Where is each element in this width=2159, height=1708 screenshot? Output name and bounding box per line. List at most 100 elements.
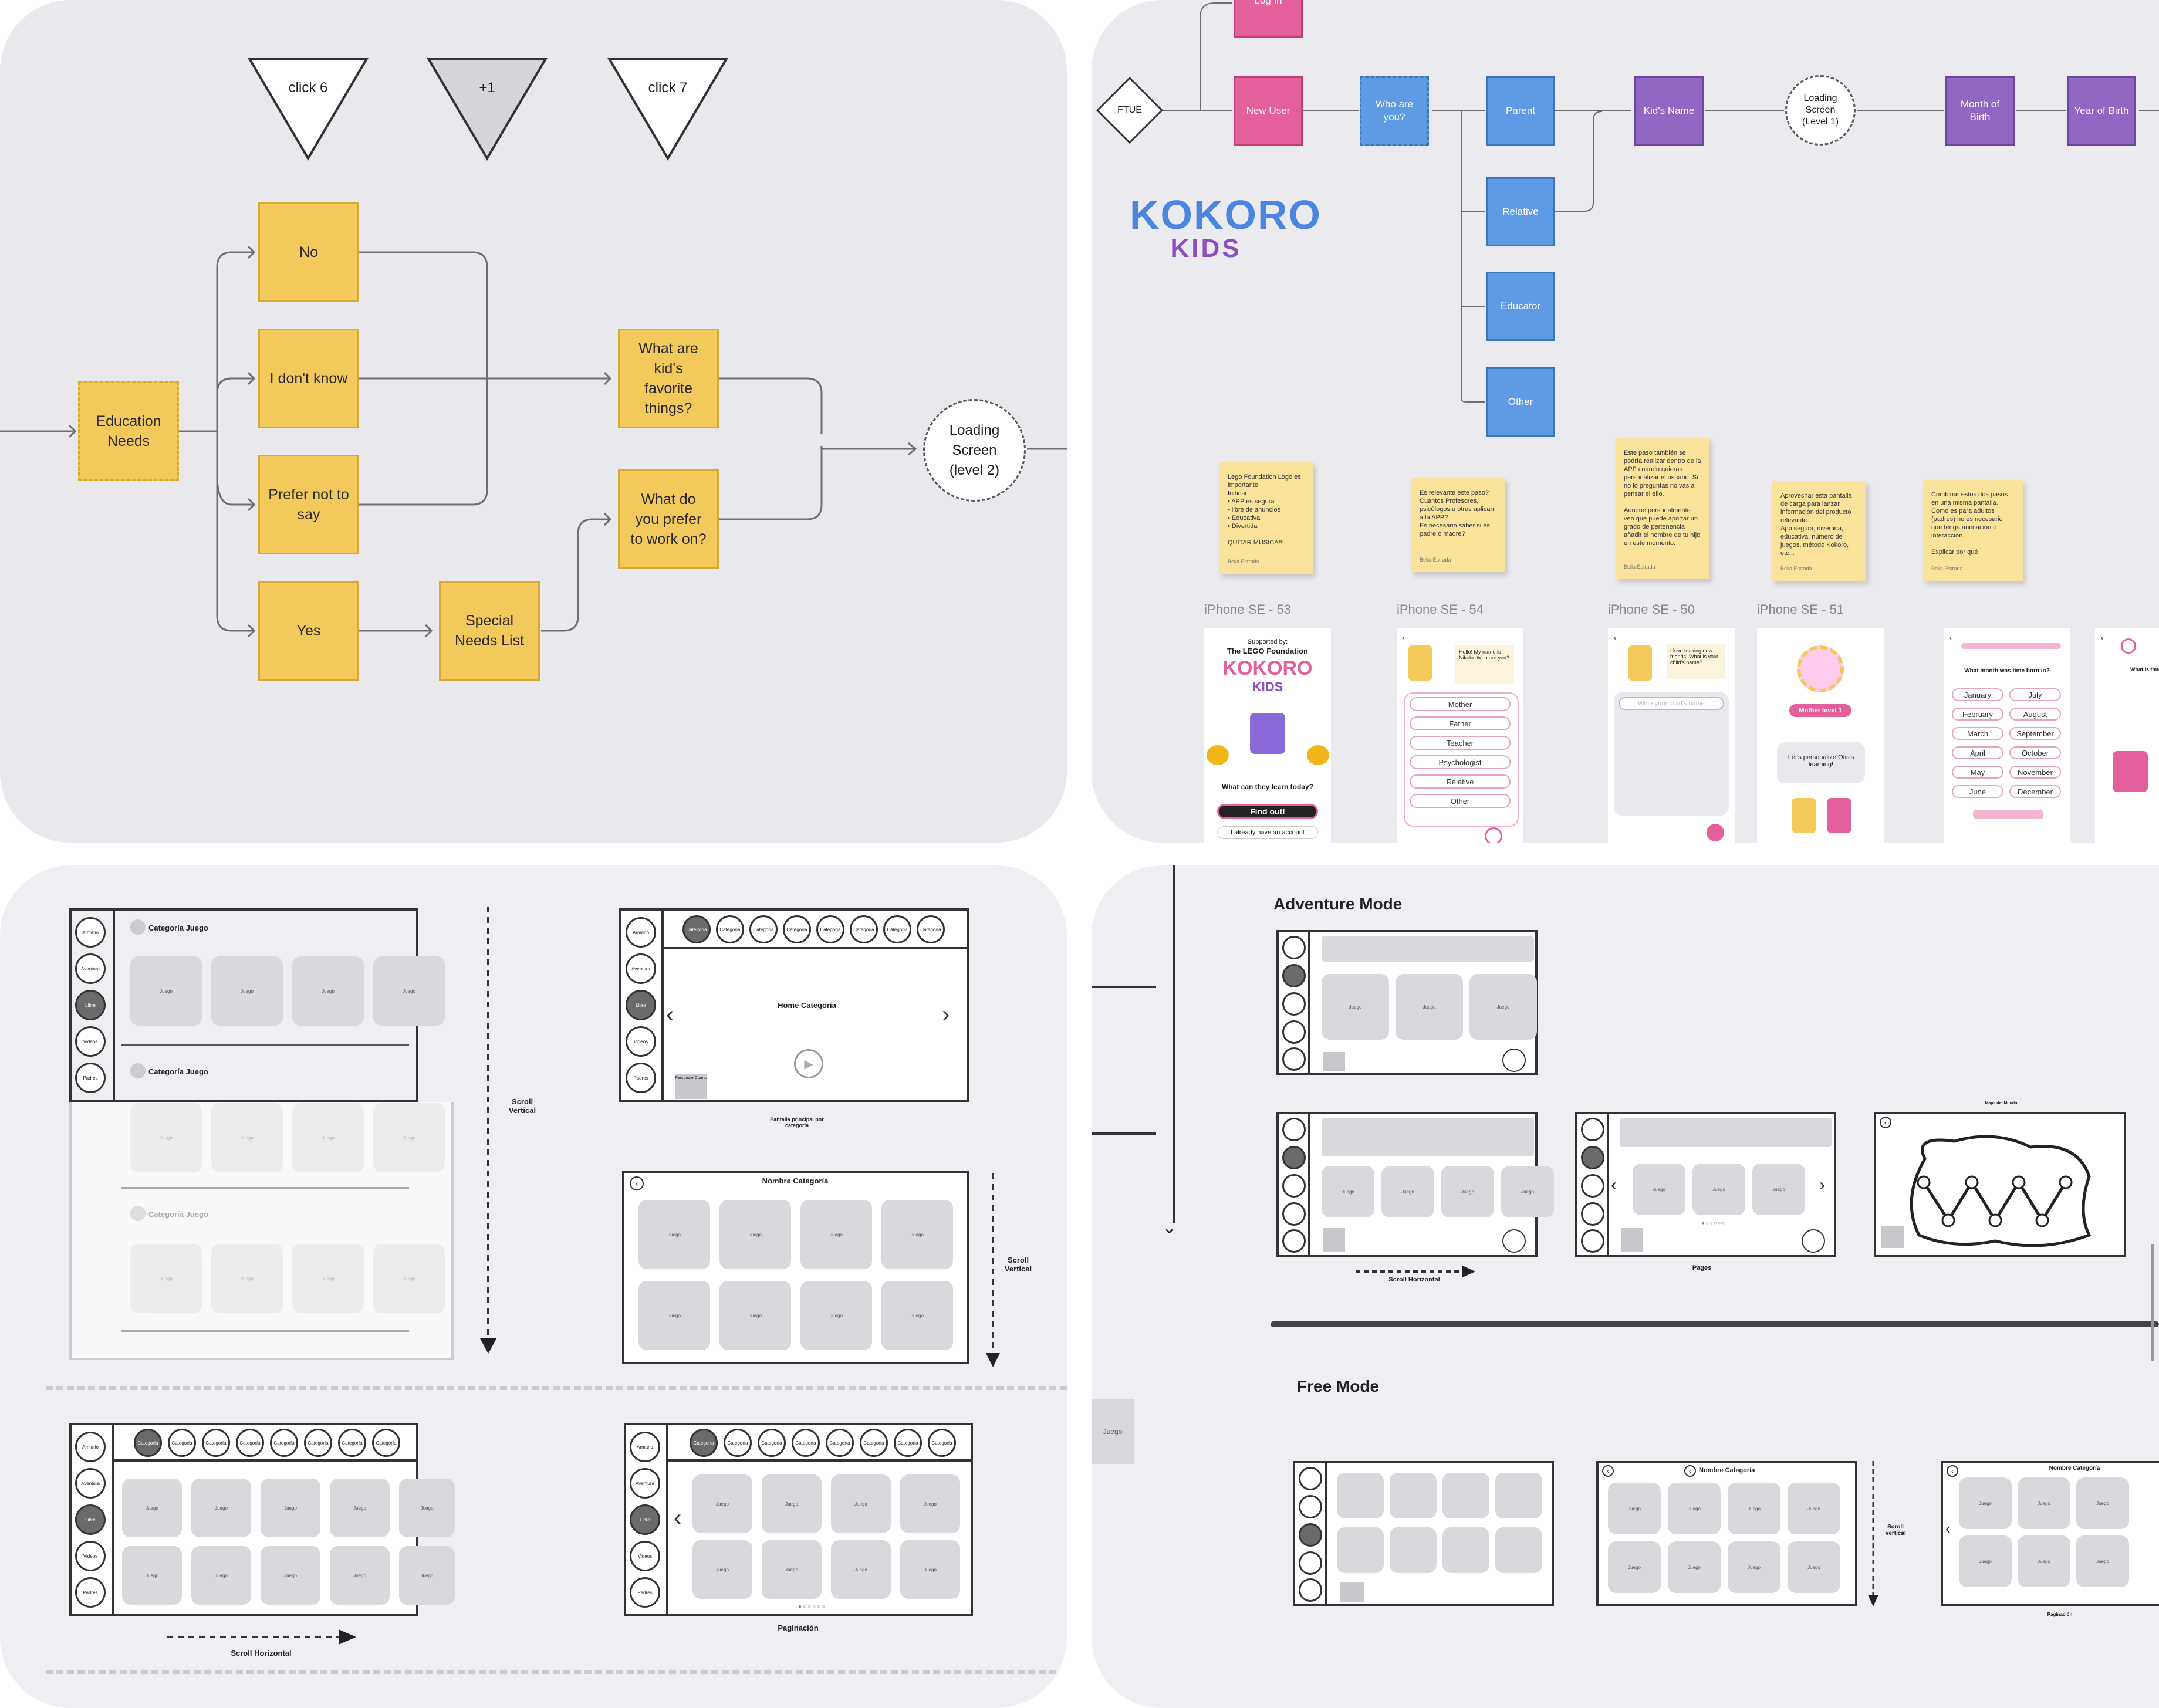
month-option[interactable]: June <box>1952 785 2003 798</box>
back-icon[interactable]: ‹ <box>1403 634 1405 642</box>
settings-icon[interactable] <box>1802 1229 1825 1253</box>
settings-icon[interactable] <box>1502 1229 1526 1253</box>
game-card[interactable]: Juego <box>831 1474 891 1533</box>
month-option[interactable]: May <box>1952 766 2003 779</box>
sidebar-item[interactable] <box>1299 1551 1322 1575</box>
education-needs-node[interactable]: Education Needs <box>78 381 179 481</box>
sidebar-item[interactable] <box>1282 1047 1306 1071</box>
game-card[interactable]: Juego <box>330 1479 390 1537</box>
game-card[interactable]: Juego <box>800 1281 872 1350</box>
sidebar-item-armario[interactable]: Armario <box>630 1432 660 1462</box>
month-option[interactable]: February <box>1952 708 2003 721</box>
month-option[interactable]: October <box>2009 746 2061 759</box>
game-card[interactable]: Juego <box>1381 1166 1434 1217</box>
game-card[interactable]: Juego <box>2076 1535 2129 1587</box>
month-of-birth-node[interactable]: Month of Birth <box>1945 76 2015 146</box>
sidebar-item-aventura[interactable]: Aventura <box>75 1468 106 1499</box>
back-icon[interactable]: ‹ <box>1684 1465 1696 1477</box>
game-card[interactable]: Juego <box>692 1474 752 1533</box>
loading-screen-level2[interactable]: Loading Screen (level 2) <box>923 399 1026 502</box>
log-in-node[interactable]: Log In <box>1234 0 1303 38</box>
year-of-birth-node[interactable]: Year of Birth <box>2067 76 2136 146</box>
sidebar-item[interactable] <box>1581 1146 1604 1169</box>
category-stack[interactable] <box>1390 1527 1437 1573</box>
category-stack[interactable] <box>1442 1527 1489 1573</box>
category-tab[interactable]: Categoría <box>372 1429 400 1457</box>
sidebar-item-videos[interactable]: Videos <box>630 1541 660 1571</box>
character-card[interactable]: Personaje Cuarto <box>675 1074 707 1099</box>
character-card[interactable] <box>1340 1582 1364 1602</box>
game-card[interactable]: Juego <box>692 1540 752 1599</box>
category-tab[interactable]: Categoría <box>758 1429 786 1457</box>
game-card[interactable]: Juego <box>1728 1541 1780 1593</box>
sidebar-item[interactable] <box>1282 1020 1306 1044</box>
game-card[interactable]: Juego <box>122 1546 182 1605</box>
game-card[interactable]: Juego <box>1322 974 1389 1040</box>
game-card[interactable]: Juego <box>130 956 202 1026</box>
category-tab[interactable]: Categoría <box>816 915 844 943</box>
partial-game-card[interactable]: Juego <box>1092 1399 1134 1464</box>
game-card[interactable]: Juego <box>1396 974 1463 1040</box>
game-card[interactable]: Juego <box>1469 974 1537 1040</box>
favorite-things-node[interactable]: What are kid's favorite things? <box>618 329 719 428</box>
game-card[interactable]: Juego <box>1633 1164 1685 1215</box>
find-out-button[interactable]: Find out! <box>1217 804 1318 819</box>
category-stack[interactable] <box>1390 1473 1437 1518</box>
game-card[interactable]: Juego <box>2076 1477 2129 1529</box>
play-icon[interactable]: ▶ <box>794 1049 823 1078</box>
sidebar-item[interactable] <box>1282 1202 1306 1226</box>
sidebar-item-videos[interactable]: Videos <box>626 1026 656 1057</box>
sidebar-item[interactable] <box>1299 1495 1322 1518</box>
game-card[interactable]: Juego <box>292 956 364 1026</box>
game-card[interactable]: Juego <box>1692 1164 1745 1215</box>
chevron-left-icon[interactable]: ‹ <box>674 1505 682 1531</box>
game-card[interactable]: Juego <box>2018 1535 2070 1587</box>
sidebar-item[interactable] <box>1299 1523 1322 1547</box>
game-card[interactable]: Juego <box>881 1200 953 1269</box>
chevron-left-icon[interactable]: ‹ <box>1611 1175 1617 1195</box>
game-card[interactable]: Juego <box>373 1103 445 1172</box>
game-card[interactable]: Juego <box>1441 1166 1494 1217</box>
option-dont-know[interactable]: I don't know <box>258 329 359 428</box>
category-tab[interactable]: Categoría <box>883 915 911 943</box>
sidebar-item[interactable] <box>1581 1174 1604 1198</box>
game-card[interactable]: Juego <box>211 1103 283 1172</box>
category-tab[interactable]: Categoría <box>134 1429 162 1457</box>
scrollbar[interactable] <box>2151 1244 2154 1361</box>
month-option[interactable]: January <box>1952 688 2003 701</box>
game-card[interactable]: Juego <box>399 1546 455 1605</box>
category-tab[interactable]: Categoría <box>716 915 744 943</box>
sidebar-item-libre[interactable]: Libre <box>626 990 656 1020</box>
back-icon[interactable]: ‹ <box>1947 1465 1958 1477</box>
game-card[interactable]: Juego <box>1668 1483 1721 1534</box>
sidebar-item-libre[interactable]: Libre <box>630 1504 660 1535</box>
back-icon[interactable]: ‹ <box>630 1176 644 1190</box>
option-no[interactable]: No <box>258 202 359 302</box>
game-card[interactable]: Juego <box>330 1546 390 1605</box>
sidebar-item-aventura[interactable]: Aventura <box>626 953 656 984</box>
chevron-right-icon[interactable]: › <box>942 1002 950 1027</box>
category-tab[interactable]: Categoría <box>792 1429 820 1457</box>
sidebar-item[interactable] <box>1282 992 1306 1016</box>
game-card[interactable]: Juego <box>638 1200 710 1269</box>
sidebar-item[interactable] <box>1581 1229 1604 1253</box>
role-parent[interactable]: Parent <box>1486 76 1555 146</box>
game-card[interactable]: Juego <box>1501 1166 1554 1217</box>
role-other[interactable]: Other <box>1486 367 1555 437</box>
game-card[interactable]: Juego <box>130 1244 202 1313</box>
sidebar-item-padres[interactable]: Padres <box>75 1063 106 1093</box>
role-option[interactable]: Relative <box>1410 774 1511 789</box>
category-tab[interactable]: Categoría <box>749 915 778 943</box>
game-card[interactable]: Juego <box>881 1281 953 1350</box>
category-tab[interactable]: Categoría <box>304 1429 332 1457</box>
kids-name-node[interactable]: Kid's Name <box>1634 76 1704 146</box>
month-option[interactable]: April <box>1952 746 2003 759</box>
work-on-node[interactable]: What do you prefer to work on? <box>618 469 719 569</box>
option-yes[interactable]: Yes <box>258 581 359 681</box>
game-card[interactable]: Juego <box>261 1546 320 1605</box>
role-option[interactable]: Other <box>1410 794 1511 808</box>
role-option[interactable]: Father <box>1410 716 1511 730</box>
category-tab[interactable]: Categoría <box>690 1429 718 1457</box>
category-tab[interactable]: Categoría <box>236 1429 264 1457</box>
sidebar-item-padres[interactable]: Padres <box>626 1063 656 1093</box>
